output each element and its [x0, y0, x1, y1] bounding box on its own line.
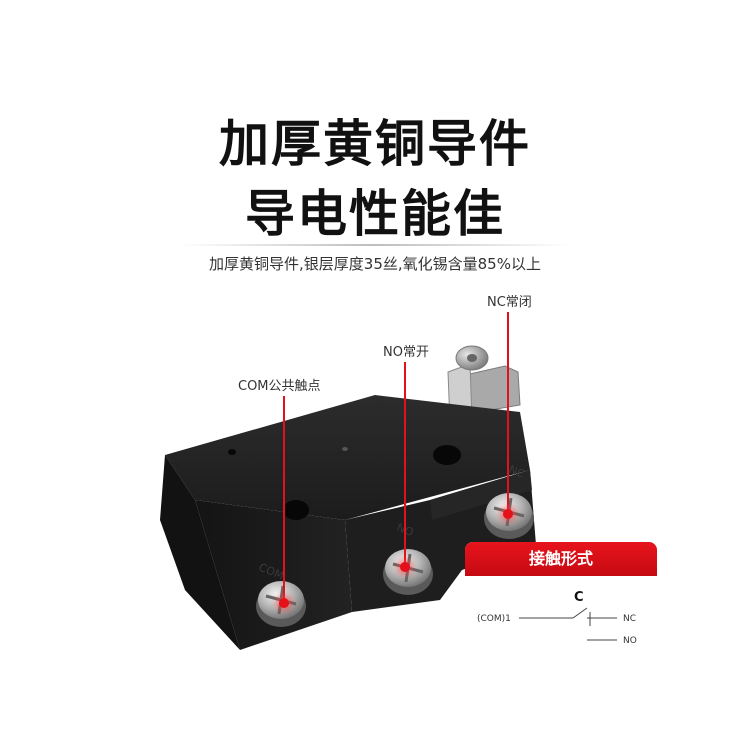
contact-type-card: 接触形式 C (COM)1 NC NO — [465, 542, 657, 662]
callout-com-line — [283, 396, 285, 602]
contact-diagram: C (COM)1 NC NO — [477, 590, 637, 646]
screw-no — [383, 549, 433, 595]
headline-line-2: 导电性能佳 — [245, 185, 505, 243]
mount-hole — [433, 445, 461, 465]
switch-front-face — [195, 500, 352, 650]
callout-nc-line — [507, 312, 509, 513]
switch-top-face — [165, 395, 530, 520]
contact-no-label: NO — [623, 636, 637, 646]
contact-com-label: (COM)1 — [477, 614, 511, 624]
callout-nc-dot — [503, 509, 513, 519]
mount-hole — [283, 500, 309, 520]
callout-no-label: NO常开 — [383, 345, 429, 360]
callout-no-dot — [400, 562, 410, 572]
headline-line-1: 加厚黄铜导件 — [219, 115, 531, 173]
divider — [180, 244, 570, 246]
switch-left-face — [160, 455, 240, 650]
callout-no-line — [404, 362, 406, 566]
callout-com-dot — [279, 598, 289, 608]
marking-nc: NC — [507, 463, 527, 481]
callout-com-label: COM公共触点 — [238, 379, 321, 394]
contact-type-title: 接触形式 — [465, 542, 657, 576]
contact-nc-label: NC — [623, 614, 636, 624]
switch-contact — [572, 607, 588, 619]
contact-c-label: C — [574, 590, 584, 605]
callout-nc-label: NC常闭 — [487, 295, 532, 310]
subtitle: 加厚黄铜导件,银层厚度35丝,氧化锡含量85%以上 — [209, 255, 541, 273]
